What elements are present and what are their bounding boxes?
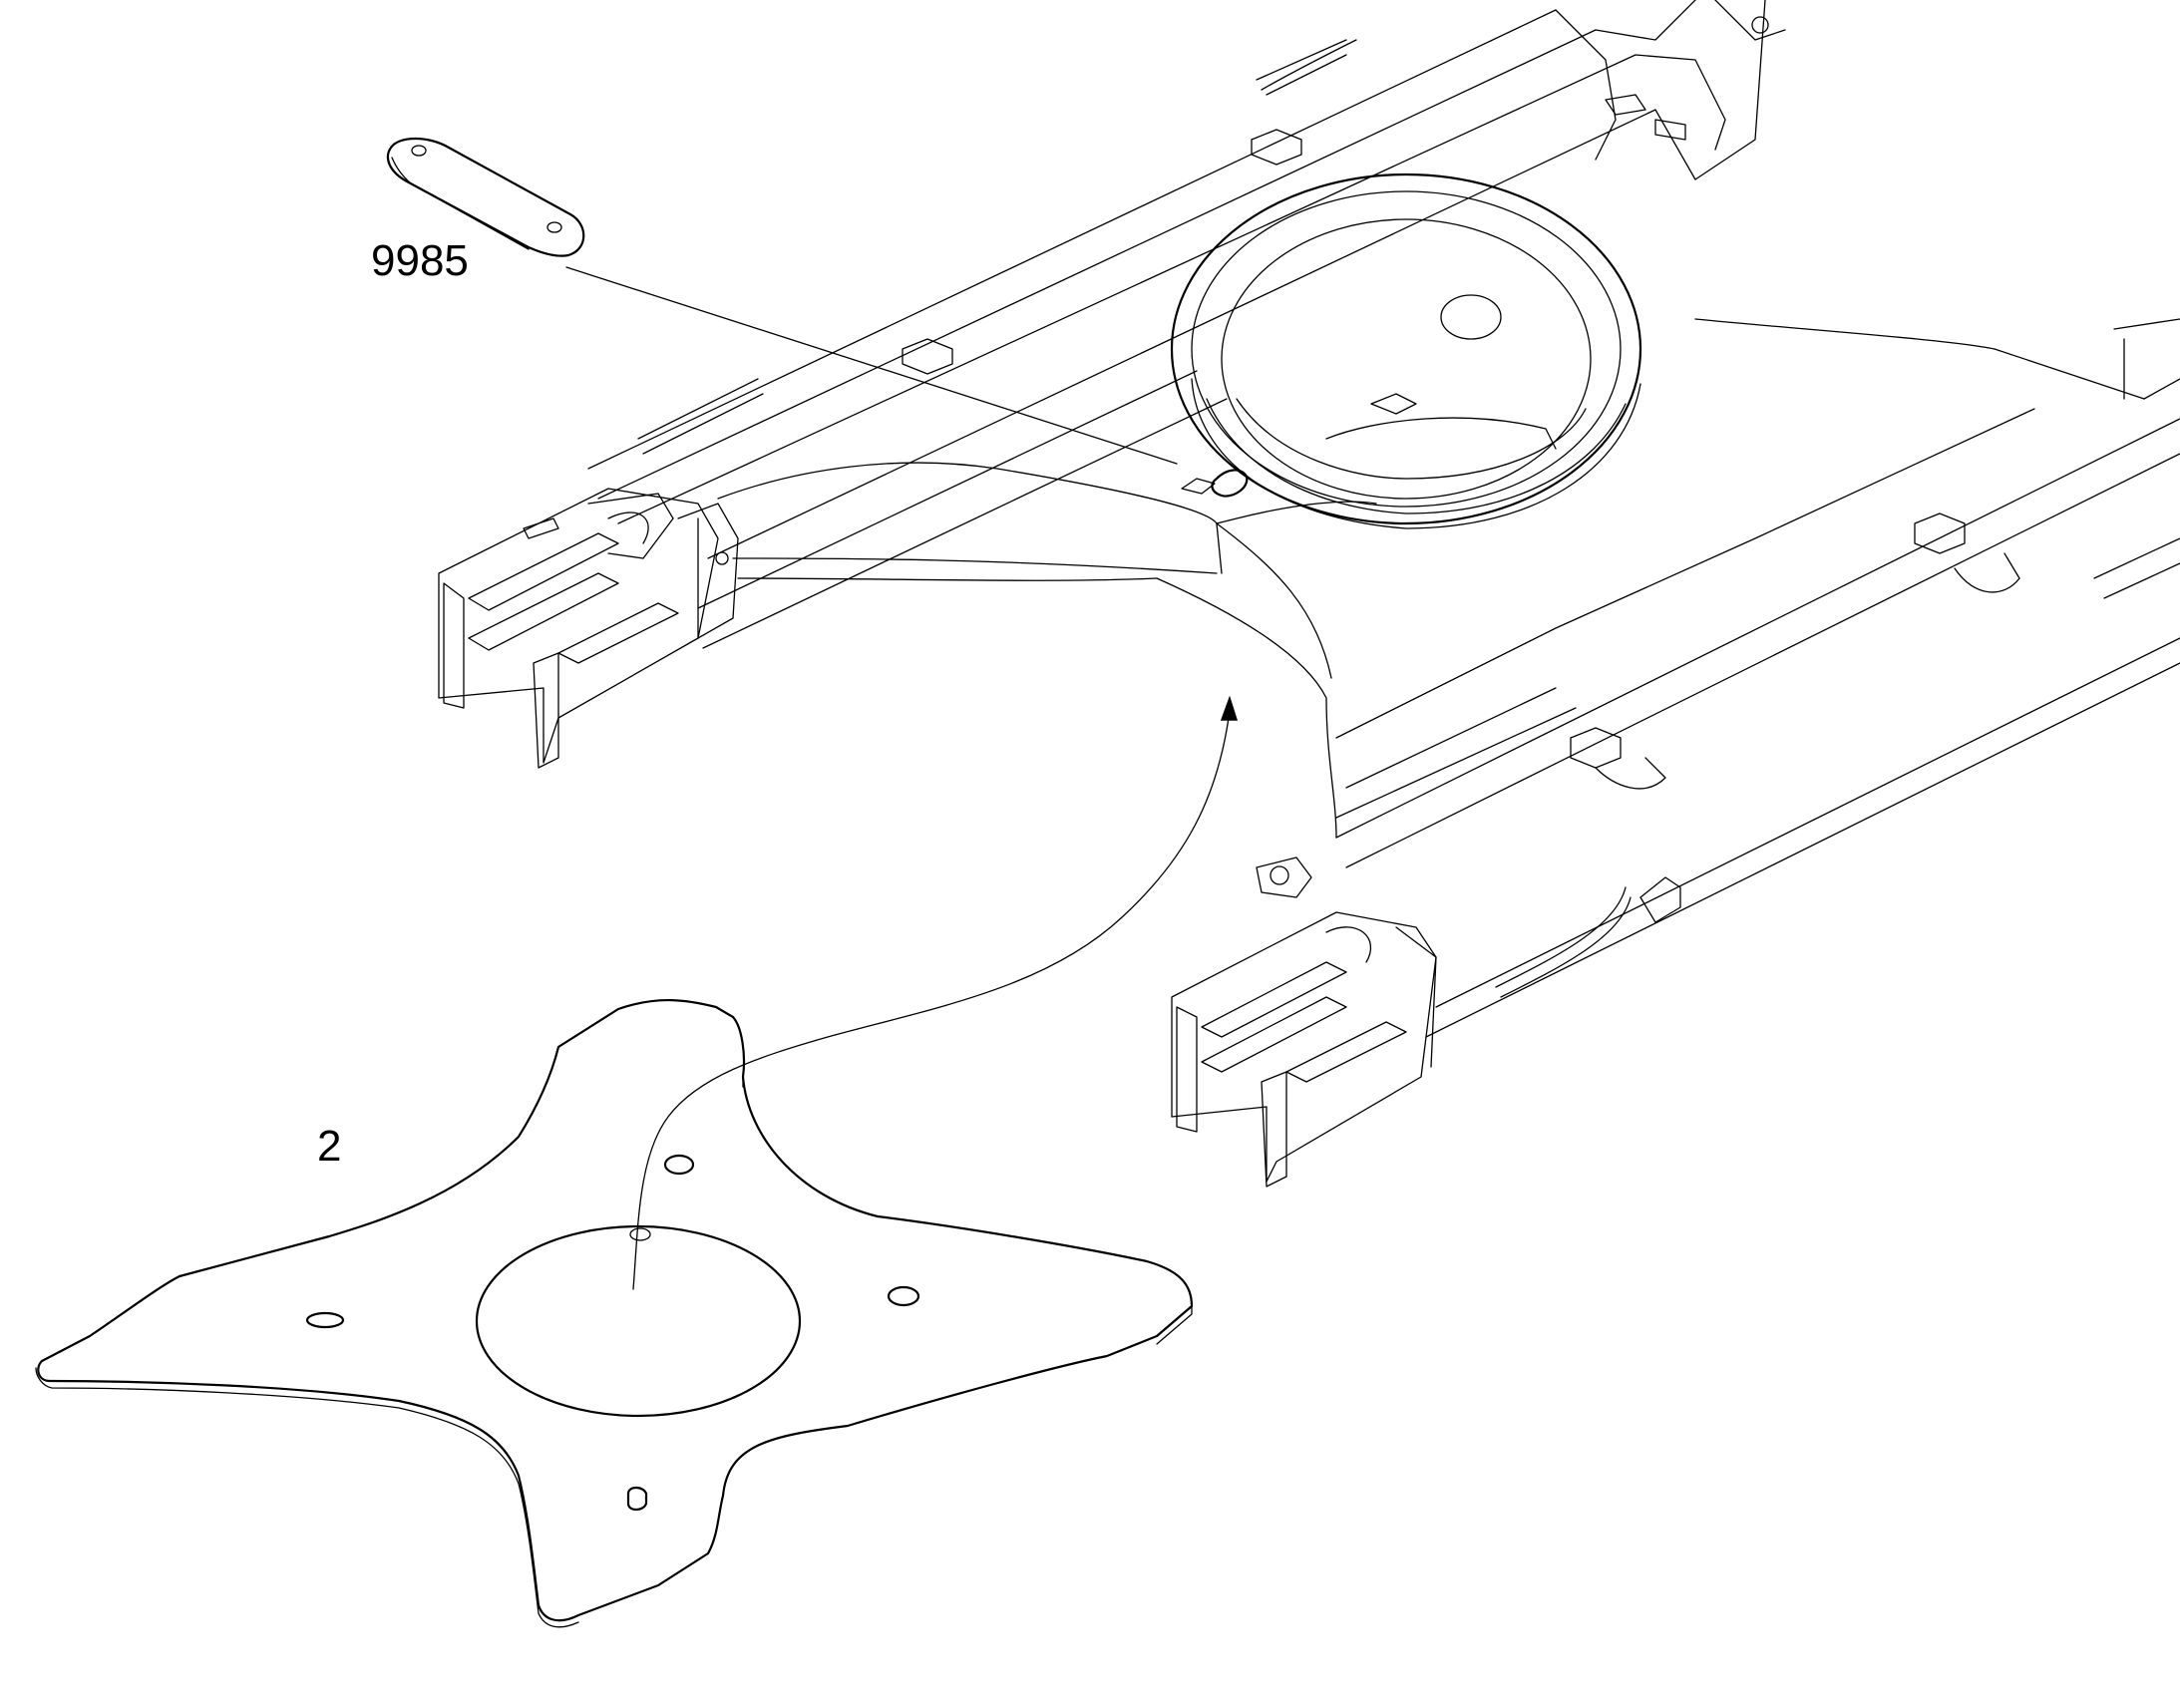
base-plate-2 — [35, 998, 1194, 1628]
base-plate-slot — [305, 1311, 345, 1329]
base-plate-bolt-hole — [663, 1154, 695, 1176]
callout-label-9985: 9985 — [371, 236, 469, 285]
assembly-arrow — [632, 695, 1239, 1290]
rail-brackets — [902, 129, 1966, 769]
left-track-frame-end — [438, 488, 739, 769]
callout-label-2: 2 — [317, 1122, 342, 1171]
right-track-frame-end — [1171, 856, 1437, 1188]
base-plate-bolt-hole — [626, 1486, 648, 1512]
undercarriage-frame — [438, 0, 2180, 1188]
leader-line-9985 — [565, 266, 1178, 465]
cover-plate-hole — [546, 221, 562, 233]
slewing-ring — [1170, 172, 1642, 529]
cover-plate-mount-opening — [1181, 469, 1249, 498]
cover-plate-9985 — [386, 138, 585, 257]
base-plate-center-hole — [475, 1224, 802, 1418]
cover-plate-hole — [411, 145, 427, 157]
base-plate-bolt-hole — [887, 1285, 920, 1307]
